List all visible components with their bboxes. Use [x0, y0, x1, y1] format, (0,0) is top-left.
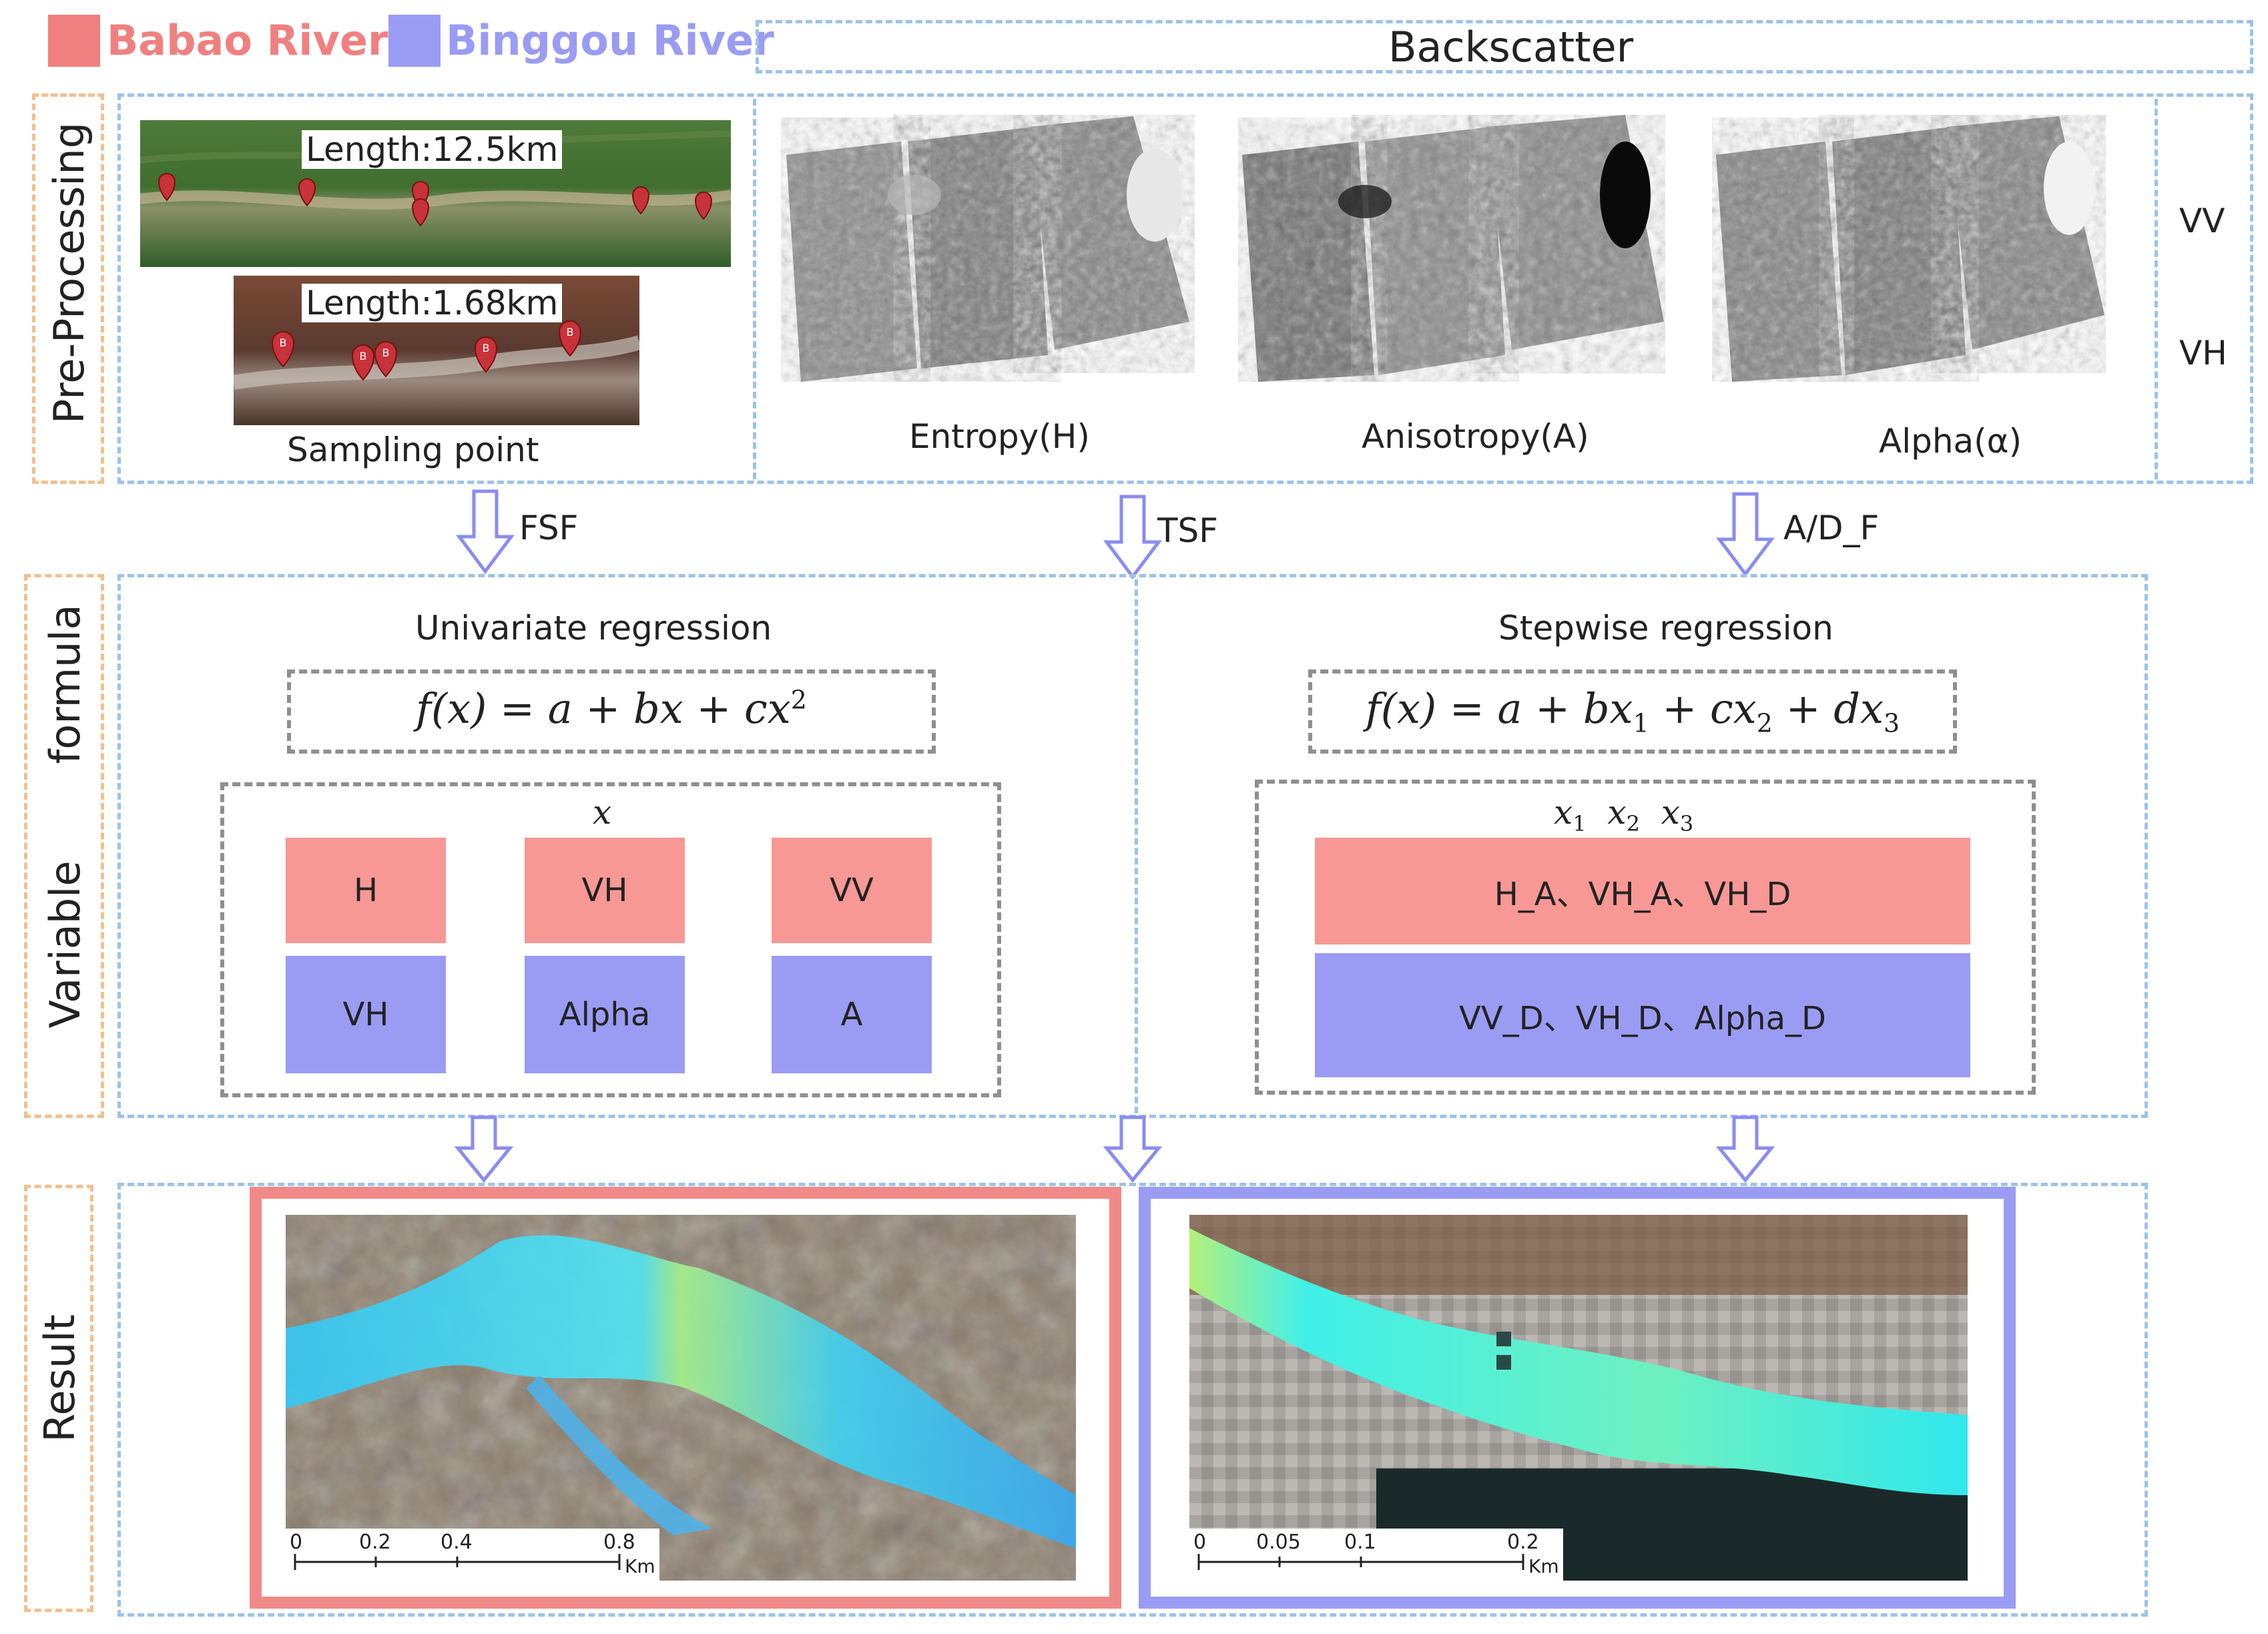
stepwise-formula-sub-2: 2 — [1756, 708, 1773, 738]
formula-variable-label-box — [24, 574, 104, 1118]
legend-label-binggou: Binggou River — [446, 16, 774, 65]
marker-b-1: B — [280, 336, 287, 349]
scalebar-left-tick-1: 0.2 — [359, 1531, 391, 1554]
univariate-pink-cell-vh: VH — [525, 838, 685, 943]
univariate-variable-box — [220, 782, 1001, 1097]
entropy-label: Entropy(H) — [909, 417, 1090, 456]
scalebar-left-tick-0: 0 — [290, 1531, 302, 1554]
preprocessing-box — [117, 93, 2253, 484]
univariate-formula-exponent: 2 — [790, 685, 807, 715]
stepwise-var-sub-2: 2 — [1626, 811, 1640, 836]
univariate-purple-cell-a: A — [772, 956, 932, 1073]
univariate-var-x: x — [593, 793, 612, 832]
univariate-pink-cell-vv: VV — [772, 838, 932, 943]
tsf-label: TSF — [1157, 511, 1219, 550]
stepwise-var-x2: x — [1607, 793, 1627, 832]
stepwise-var-labels: x1 x2 x3 — [1554, 793, 1693, 836]
marker-b-2: B — [360, 350, 367, 362]
scalebar-left-tick-3: 0.8 — [603, 1531, 635, 1554]
scalebar-right-unit: Km — [1528, 1555, 1559, 1577]
anisotropy-label: Anisotropy(A) — [1362, 417, 1589, 456]
arrow-result-center — [1103, 1115, 1163, 1183]
preprocessing-label: Pre-Processing — [45, 121, 93, 424]
sar-image-alpha — [1716, 116, 2104, 382]
stepwise-formula: f(x) = a + bx1 + cx2 + dx3 — [1308, 684, 1957, 738]
univariate-formula: f(x) = a + bx + cx2 — [287, 684, 936, 733]
backscatter-title: Backscatter — [1388, 23, 1634, 71]
sar-image-anisotropy — [1242, 115, 1664, 382]
polarization-vv: VV — [2179, 202, 2225, 240]
length-babao-label: Length:12.5km — [302, 130, 563, 169]
stepwise-title: Stepwise regression — [1498, 609, 1833, 647]
formula-label: formula — [41, 604, 89, 764]
univariate-formula-box — [287, 669, 936, 754]
polarization-vh: VH — [2179, 334, 2227, 372]
stepwise-variable-box — [1255, 780, 2036, 1095]
stepwise-var-sub-1: 1 — [1573, 811, 1587, 836]
stepwise-formula-part-1: f(x) = a + bx — [1365, 684, 1633, 733]
arrow-tsf — [1103, 495, 1162, 580]
stepwise-pink-row: H_A、VH_A、VH_D — [1315, 838, 1970, 944]
legend-swatch-binggou — [388, 15, 441, 67]
univariate-purple-cell-alpha: Alpha — [525, 956, 685, 1073]
alpha-label: Alpha(α) — [1879, 422, 2022, 461]
preprocessing-divider-left — [753, 99, 756, 479]
regression-divider — [1135, 579, 1138, 1113]
marker-b-3: B — [382, 346, 390, 359]
scalebar-right-tick-3: 0.2 — [1507, 1531, 1539, 1554]
stepwise-formula-part-2: + cx — [1649, 684, 1757, 733]
result-frame-babao — [250, 1187, 1121, 1609]
stepwise-formula-box — [1308, 669, 1957, 754]
stepwise-formula-sub-1: 1 — [1633, 708, 1649, 738]
scalebar-left: 0 0.2 0.4 0.8 Km — [286, 1529, 659, 1581]
result-frame-binggou — [1139, 1187, 2016, 1609]
stepwise-var-x1: x — [1554, 793, 1573, 832]
stepwise-var-x3: x — [1661, 793, 1680, 832]
variable-label: Variable — [41, 860, 89, 1029]
arrow-result-left — [454, 1115, 514, 1183]
legend-swatch-babao — [48, 15, 100, 67]
univariate-purple-cell-vh: VH — [286, 956, 446, 1073]
sampling-point-caption: Sampling point — [287, 431, 539, 469]
univariate-title: Univariate regression — [415, 609, 772, 647]
adf-label: A/D_F — [1783, 509, 1880, 547]
stepwise-formula-sub-3: 3 — [1883, 708, 1900, 738]
preprocessing-label-box — [32, 93, 104, 484]
marker-b-5: B — [567, 326, 574, 338]
univariate-formula-main: f(x) = a + bx + cx — [416, 684, 791, 733]
scalebar-right-tick-0: 0 — [1193, 1531, 1206, 1554]
marker-b-4: B — [483, 342, 490, 354]
scalebar-left-unit: Km — [625, 1555, 655, 1577]
result-box — [117, 1183, 2148, 1617]
univariate-pink-cell-h: H — [286, 838, 446, 943]
sar-image-entropy — [786, 116, 1189, 382]
arrow-result-right — [1715, 1115, 1775, 1183]
stepwise-var-sub-3: 3 — [1679, 811, 1694, 836]
result-label-box — [24, 1185, 93, 1612]
arrow-fsf — [456, 489, 515, 575]
stepwise-purple-row: VV_D、VH_D、Alpha_D — [1315, 953, 1970, 1077]
backscatter-header-box — [756, 20, 2253, 73]
scalebar-right-tick-1: 0.05 — [1256, 1531, 1301, 1554]
fsf-label: FSF — [519, 509, 579, 547]
stepwise-formula-part-3: + dx — [1772, 684, 1884, 733]
legend-label-babao: Babao River — [107, 16, 388, 65]
result-label: Result — [35, 1314, 84, 1442]
length-binggou-label: Length:1.68km — [302, 284, 563, 322]
scalebar-right: 0 0.05 0.1 0.2 Km — [1189, 1529, 1563, 1581]
result-map-babao: 0 0.2 0.4 0.8 Km — [286, 1215, 1076, 1581]
scalebar-right-tick-2: 0.1 — [1344, 1531, 1376, 1554]
preprocessing-divider-right — [2155, 99, 2158, 479]
result-map-binggou: 0 0.05 0.1 0.2 Km — [1189, 1215, 1968, 1581]
scalebar-left-tick-2: 0.4 — [441, 1531, 473, 1554]
arrow-adf — [1716, 492, 1775, 577]
